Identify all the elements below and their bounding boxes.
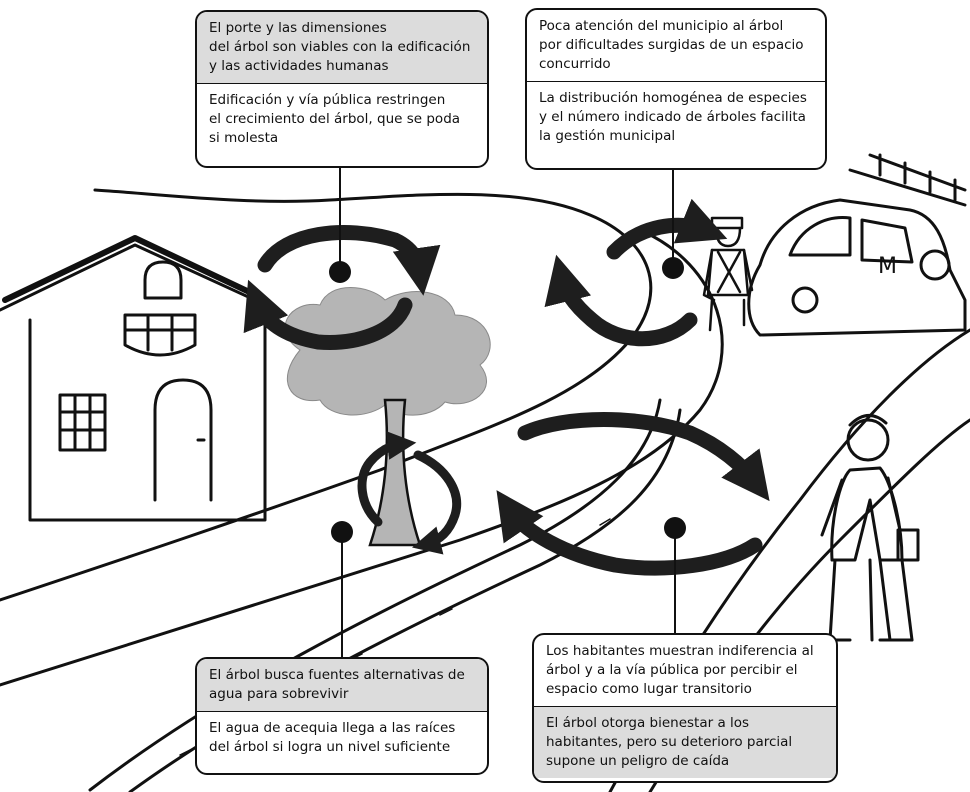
- box-bottom-right-lower: El árbol otorga bienestar a los habitant…: [534, 706, 836, 778]
- box-bottom-right-upper-text: Los habitantes muestran indiferencia al …: [546, 643, 814, 697]
- box-bottom-right-lower-text: El árbol otorga bienestar a los habitant…: [546, 715, 793, 769]
- box-top-right-lower-text: La distribución homogénea de especies y …: [539, 90, 807, 144]
- box-top-left-lower: Edificación y vía pública restringen el …: [197, 83, 487, 155]
- box-top-left-lower-text: Edificación y vía pública restringen el …: [209, 92, 461, 146]
- box-top-left: El porte y las dimensiones del árbol son…: [195, 10, 489, 168]
- box-top-left-upper: El porte y las dimensiones del árbol son…: [197, 12, 487, 83]
- truck-marking: M: [878, 254, 897, 279]
- box-bottom-left: El árbol busca fuentes alternativas de a…: [195, 657, 489, 775]
- house-icon: [0, 235, 267, 522]
- box-bottom-right-upper: Los habitantes muestran indiferencia al …: [534, 635, 836, 706]
- callout-lines: [339, 168, 676, 657]
- callout-dots: [329, 257, 686, 543]
- pickup-truck-icon: M: [747, 153, 967, 337]
- box-top-right: Poca atención del municipio al árbol por…: [525, 8, 827, 170]
- box-bottom-left-lower: El agua de acequia llega a las raíces de…: [197, 711, 487, 764]
- box-bottom-left-upper: El árbol busca fuentes alternativas de a…: [197, 659, 487, 711]
- box-top-right-upper-text: Poca atención del municipio al árbol por…: [539, 18, 804, 72]
- box-bottom-left-lower-text: El agua de acequia llega a las raíces de…: [209, 720, 456, 755]
- municipal-worker-icon: [702, 216, 754, 332]
- box-top-right-upper: Poca atención del municipio al árbol por…: [527, 10, 825, 81]
- box-top-right-lower: La distribución homogénea de especies y …: [527, 81, 825, 153]
- box-bottom-left-upper-text: El árbol busca fuentes alternativas de a…: [209, 667, 465, 702]
- cycle-arrows-icon: [243, 198, 770, 576]
- box-bottom-right: Los habitantes muestran indiferencia al …: [532, 633, 838, 783]
- box-top-left-upper-text: El porte y las dimensiones del árbol son…: [209, 20, 471, 74]
- pedestrian-icon: [820, 414, 920, 642]
